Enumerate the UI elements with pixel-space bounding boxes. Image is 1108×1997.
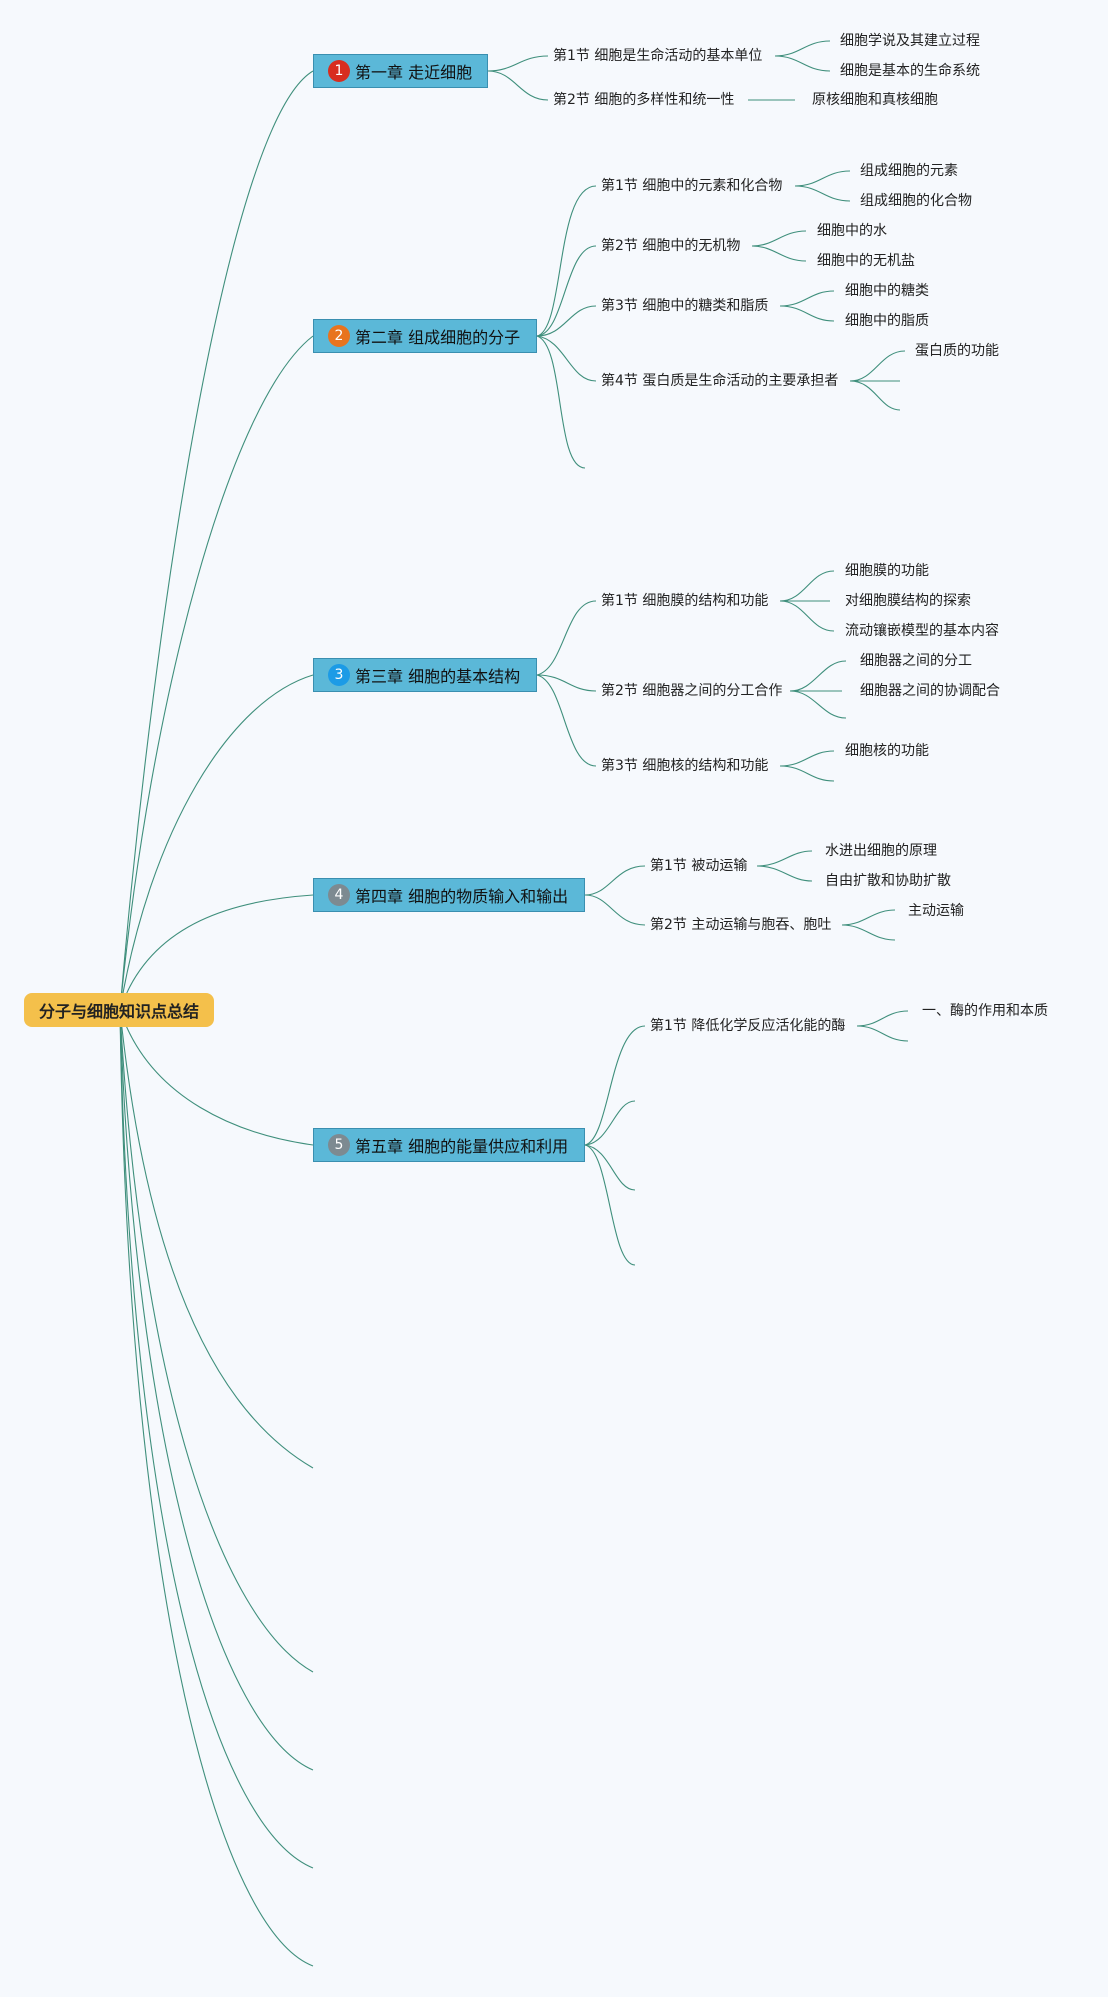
number-2-icon: 2 — [328, 325, 350, 347]
leaf-node[interactable]: 流动镶嵌模型的基本内容 — [845, 623, 999, 639]
chapter-label: 第二章 组成细胞的分子 — [355, 328, 521, 347]
chapter-node-4[interactable]: 4 第四章 细胞的物质输入和输出 — [313, 878, 585, 912]
chapter-label: 第五章 细胞的能量供应和利用 — [355, 1137, 569, 1156]
edge-root-ch5 — [119, 1009, 314, 1146]
section-node[interactable]: 第1节 细胞中的元素和化合物 — [601, 178, 783, 194]
leaf-node[interactable]: 细胞中的脂质 — [845, 313, 929, 329]
leaf-node[interactable]: 主动运输 — [908, 903, 964, 919]
edge-root-ch4 — [119, 894, 314, 1011]
section-node[interactable]: 第2节 细胞的多样性和统一性 — [553, 92, 735, 108]
leaf-node[interactable]: 细胞学说及其建立过程 — [840, 33, 980, 49]
chapter-node-1[interactable]: 1 第一章 走近细胞 — [313, 54, 488, 88]
leaf-node[interactable]: 原核细胞和真核细胞 — [812, 92, 938, 108]
number-5-icon: 5 — [328, 1134, 350, 1156]
edge-root-ch2 — [119, 335, 314, 1011]
leaf-node[interactable]: 蛋白质的功能 — [915, 343, 999, 359]
section-node[interactable]: 第3节 细胞核的结构和功能 — [601, 758, 769, 774]
chapter-node-5[interactable]: 5 第五章 细胞的能量供应和利用 — [313, 1128, 585, 1162]
edge-root-stub4 — [119, 1009, 314, 1869]
section-node[interactable]: 第4节 蛋白质是生命活动的主要承担者 — [601, 373, 839, 389]
section-node[interactable]: 第2节 细胞中的无机物 — [601, 238, 741, 254]
section-node[interactable]: 第1节 降低化学反应活化能的酶 — [650, 1018, 846, 1034]
chapter-node-2[interactable]: 2 第二章 组成细胞的分子 — [313, 319, 537, 353]
leaf-node[interactable]: 细胞器之间的协调配合 — [860, 683, 1000, 699]
edge-root-stub3 — [119, 1009, 314, 1771]
edge-root-stub2 — [119, 1009, 314, 1673]
leaf-node[interactable]: 水进出细胞的原理 — [825, 843, 937, 859]
section-node[interactable]: 第2节 主动运输与胞吞、胞吐 — [650, 917, 832, 933]
section-node[interactable]: 第1节 细胞是生命活动的基本单位 — [553, 48, 763, 64]
edge-root-ch1 — [119, 70, 314, 1011]
number-1-icon: 1 — [328, 60, 350, 82]
root-node[interactable]: 分子与细胞知识点总结 — [24, 993, 214, 1027]
section-node[interactable]: 第3节 细胞中的糖类和脂质 — [601, 298, 769, 314]
leaf-node[interactable]: 细胞中的无机盐 — [817, 253, 915, 269]
number-3-icon: 3 — [328, 664, 350, 686]
leaf-node[interactable]: 细胞核的功能 — [845, 743, 929, 759]
leaf-node[interactable]: 细胞器之间的分工 — [860, 653, 972, 669]
chapter-label: 第三章 细胞的基本结构 — [355, 667, 521, 686]
leaf-node[interactable]: 细胞中的水 — [817, 223, 887, 239]
leaf-node[interactable]: 细胞是基本的生命系统 — [840, 63, 980, 79]
edge-root-stub5 — [119, 1009, 314, 1967]
leaf-node[interactable]: 组成细胞的元素 — [860, 163, 958, 179]
leaf-node[interactable]: 自由扩散和协助扩散 — [825, 873, 951, 889]
number-4-icon: 4 — [328, 884, 350, 906]
edge-root-ch3 — [119, 674, 314, 1011]
leaf-node[interactable]: 组成细胞的化合物 — [860, 193, 972, 209]
leaf-node[interactable]: 对细胞膜结构的探索 — [845, 593, 971, 609]
section-node[interactable]: 第1节 被动运输 — [650, 858, 748, 874]
section-node[interactable]: 第1节 细胞膜的结构和功能 — [601, 593, 769, 609]
chapter-label: 第一章 走近细胞 — [355, 63, 473, 82]
leaf-node[interactable]: 一、酶的作用和本质 — [922, 1003, 1048, 1019]
chapter-node-3[interactable]: 3 第三章 细胞的基本结构 — [313, 658, 537, 692]
leaf-node[interactable]: 细胞中的糖类 — [845, 283, 929, 299]
leaf-node[interactable]: 细胞膜的功能 — [845, 563, 929, 579]
chapter-label: 第四章 细胞的物质输入和输出 — [355, 887, 569, 906]
section-node[interactable]: 第2节 细胞器之间的分工合作 — [601, 683, 783, 699]
edge-root-stub1 — [119, 1009, 314, 1469]
